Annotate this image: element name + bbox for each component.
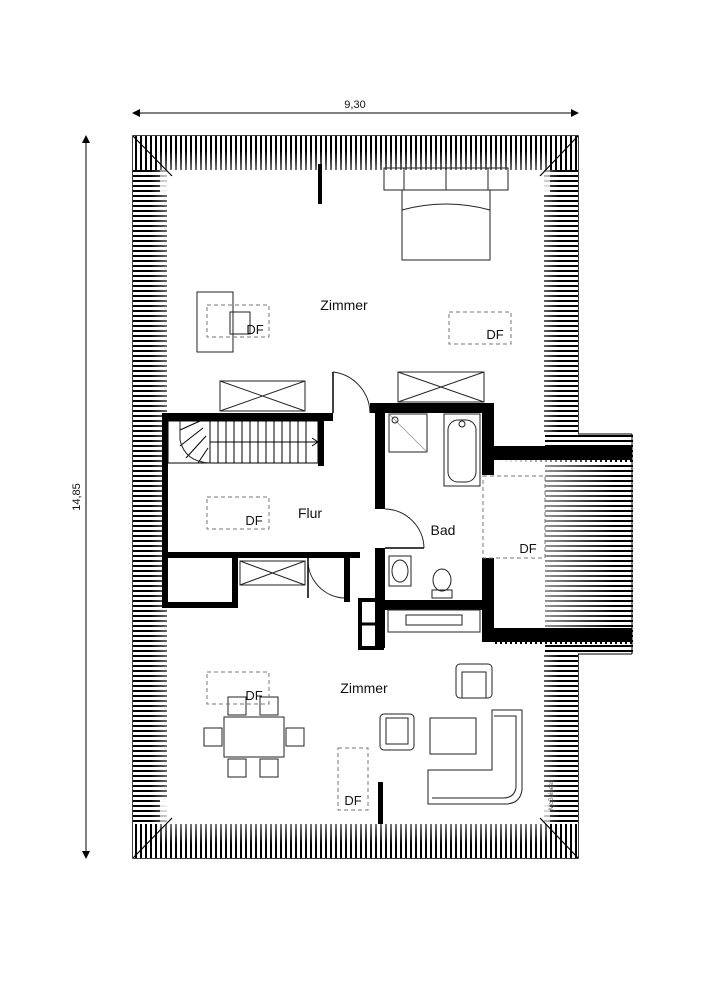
skylight-label: DF [486,327,503,342]
skylight-lower-center: DF [337,747,369,811]
shower [388,413,428,453]
living-furniture [379,663,523,805]
skylight-hall: DF [206,496,270,530]
room-label-upper-zimmer: Zimmer [320,297,368,313]
skylight-label: DF [344,793,361,808]
width-label: 9,30 [344,99,365,111]
stair-winder [179,420,201,431]
bathroom-fixtures [387,413,481,633]
skylight-upper-left: DF [206,304,270,338]
room-label-flur: Flur [298,505,322,521]
stair-winder [179,427,204,447]
stair-winder [185,435,207,459]
skylights: DF DF DF DF DF DF [206,304,546,811]
height-label: 14,85 [71,483,83,511]
skylight-label: DF [245,688,262,703]
armchair-left [379,713,415,751]
armchair-top [455,663,493,699]
skylight-label: DF [245,513,262,528]
washbasin [388,555,412,587]
skylight-dormer: DF [482,475,546,559]
dormer [482,433,633,655]
coffee-table [429,717,477,755]
wardrobe-upper-left [219,380,306,412]
dimension-width: 9,30 [132,99,579,117]
vanity [387,609,481,633]
bathtub [443,413,481,487]
skylight-label: DF [519,541,536,556]
credit-text: McGuiness [549,780,555,810]
doors [307,371,425,599]
wardrobes [219,371,485,586]
room-label-lower-zimmer: Zimmer [340,680,388,696]
corner-sofa [427,709,523,805]
dimension-height: 14,85 [71,135,90,859]
skylight-lower-left: DF [206,671,270,705]
toilet [431,568,453,599]
wardrobe-hall [239,560,306,586]
desk [196,291,251,353]
skylight-label: DF [246,322,263,337]
skylight-upper-right: DF [448,311,512,345]
room-label-bad: Bad [431,522,456,538]
interior-walls [162,164,494,824]
staircase [167,420,319,464]
bed [383,167,509,261]
wardrobe-upper-right [397,371,485,403]
stair-winder [197,447,209,464]
dining-set [203,696,305,778]
